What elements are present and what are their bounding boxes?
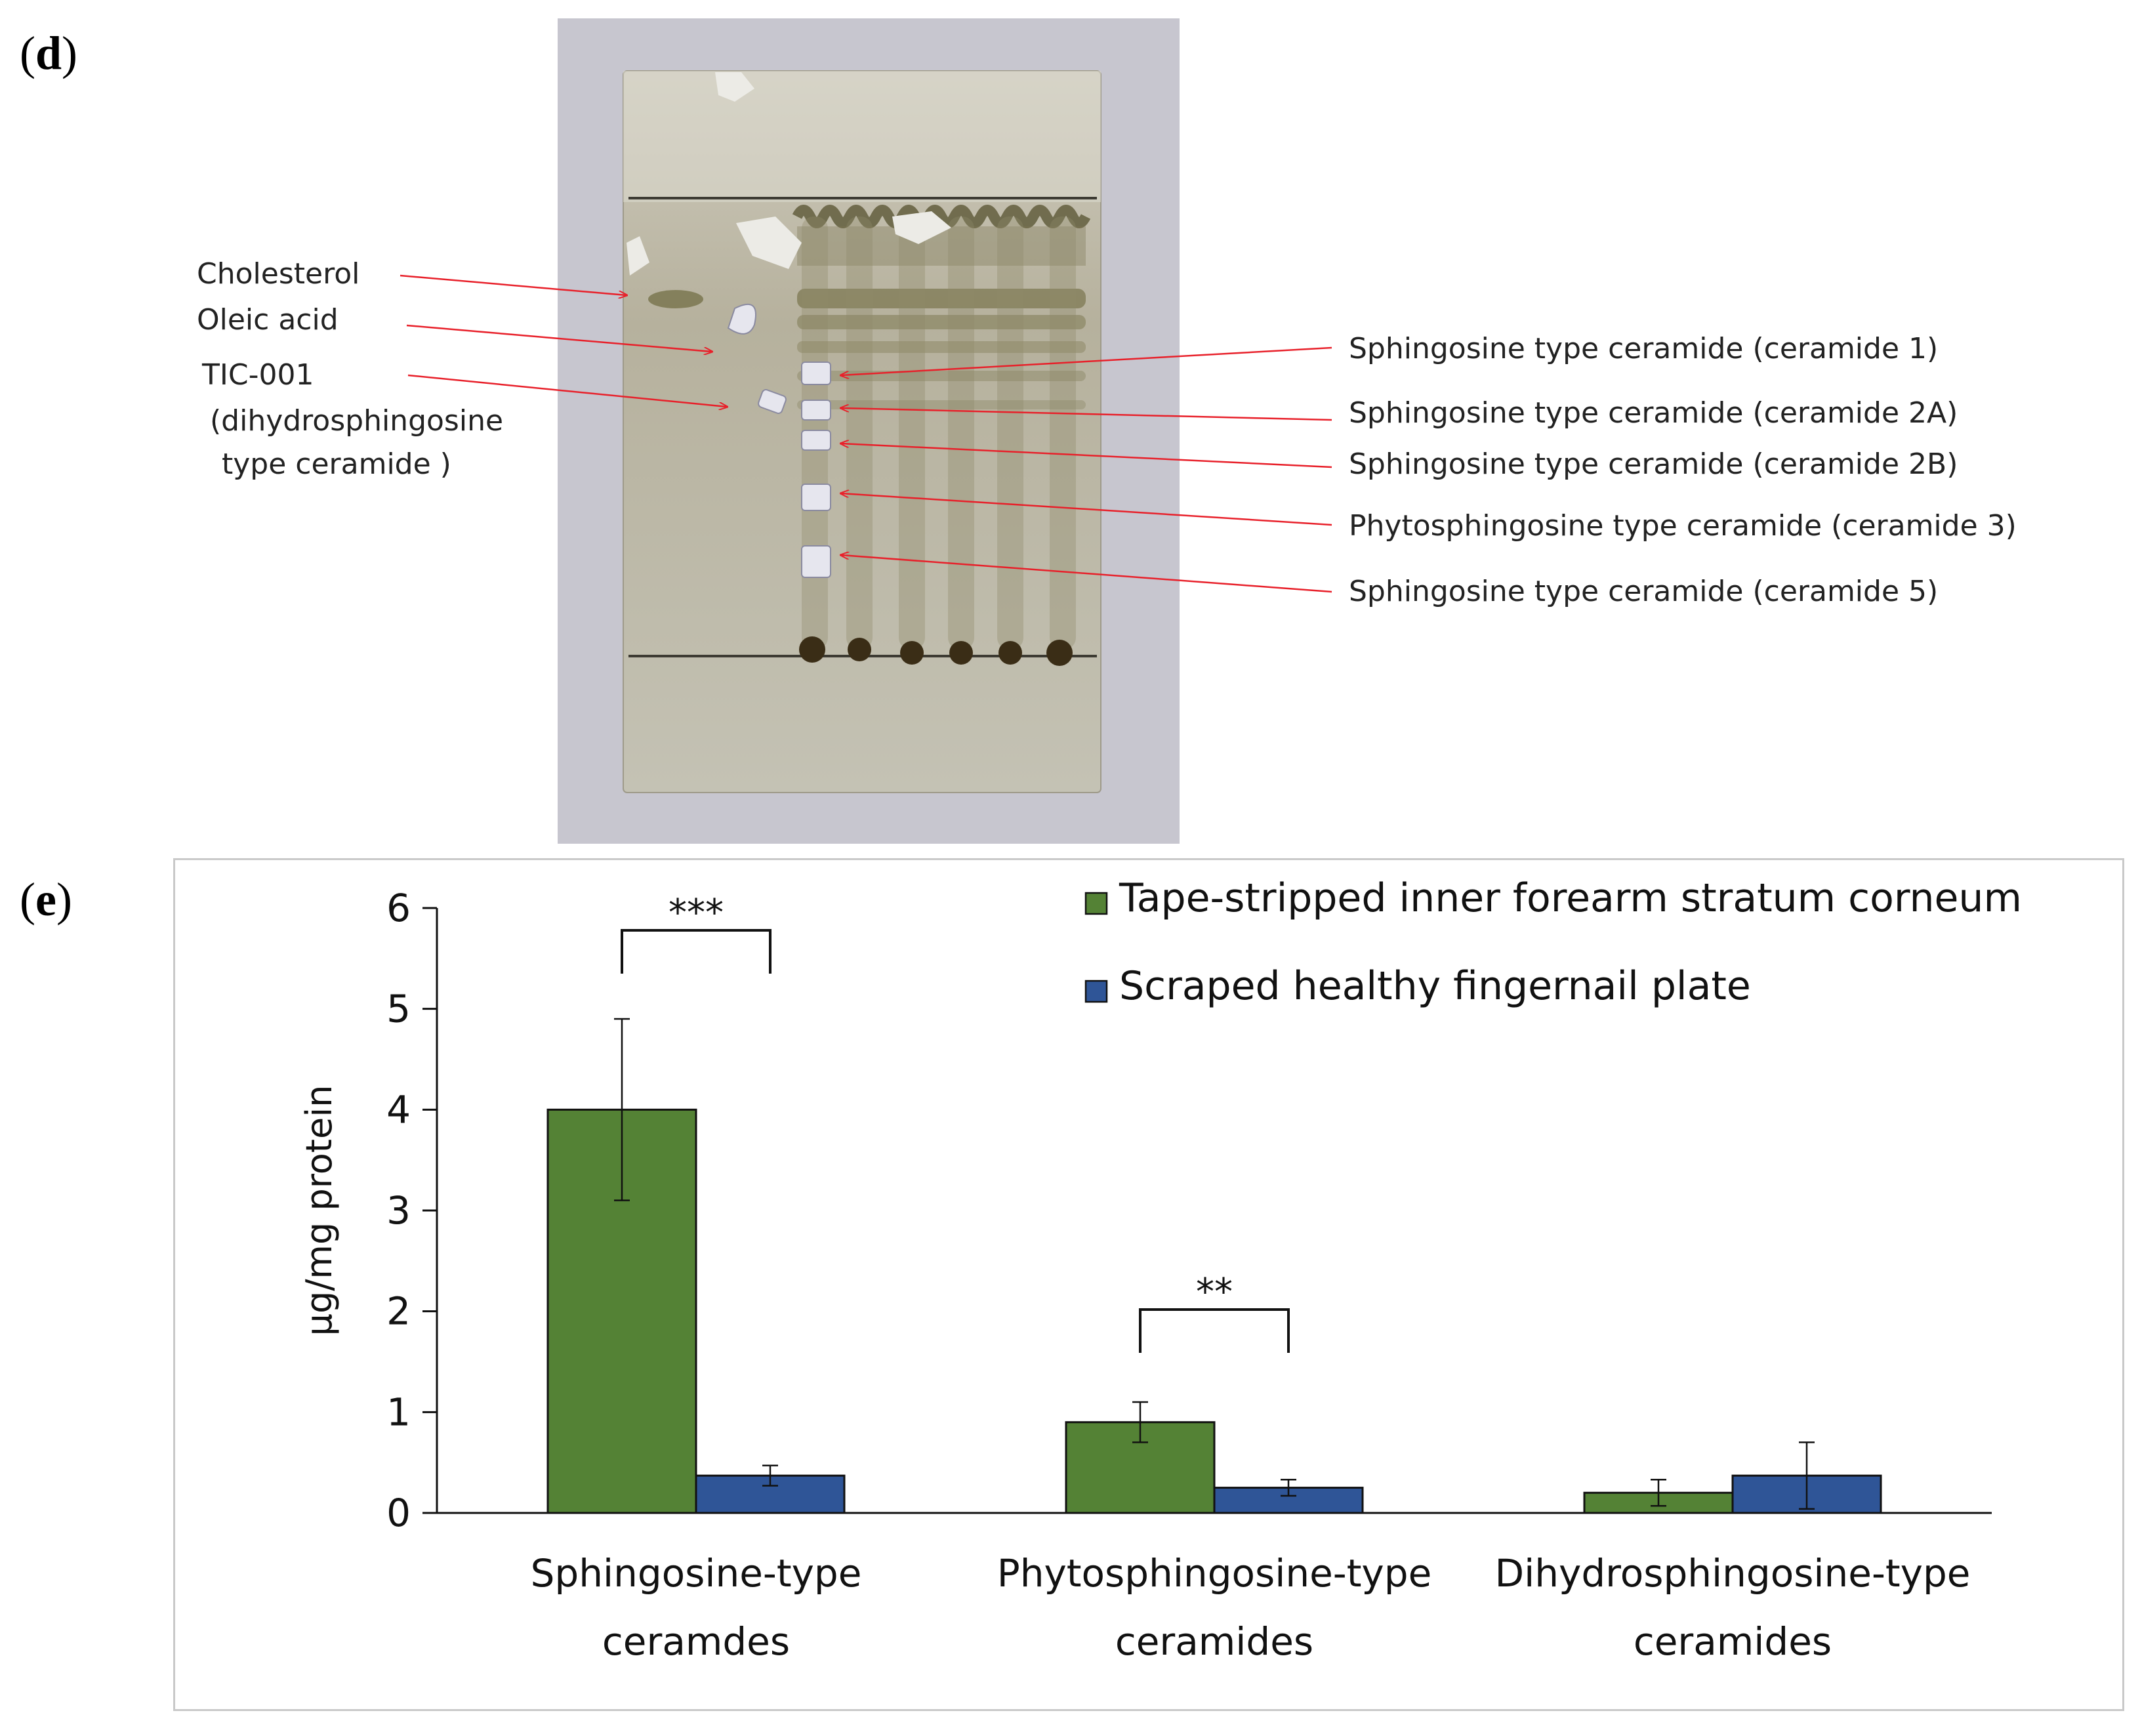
- label-oleic-acid: Oleic acid: [197, 303, 339, 337]
- x-tick-label: ceramides: [1115, 1619, 1313, 1664]
- panel-letter-d: (d): [20, 27, 78, 79]
- x-tick-label: Dihydrosphingosine-type: [1495, 1551, 1971, 1596]
- legend-label: Tape-stripped inner forearm stratum corn…: [1119, 875, 2022, 921]
- y-tick-label: 0: [386, 1491, 411, 1535]
- x-tick-label: Phytosphingosine-type: [997, 1551, 1432, 1596]
- x-tick-label: Sphingosine-type: [531, 1551, 862, 1596]
- legend-swatch: [1084, 980, 1108, 1003]
- label-ceramide-2a: Sphingosine type ceramide (ceramide 2A): [1349, 396, 1958, 430]
- panel-letter-e: (e): [20, 873, 72, 926]
- y-tick-label: 6: [386, 886, 411, 930]
- label-ceramide-3: Phytosphingosine type ceramide (ceramide…: [1349, 509, 2017, 543]
- y-tick-label: 4: [386, 1087, 411, 1132]
- significance-bracket: [1139, 1308, 1290, 1353]
- label-ceramide-5: Sphingosine type ceramide (ceramide 5): [1349, 575, 1938, 608]
- label-cholesterol: Cholesterol: [197, 257, 360, 291]
- scraped-spots: [727, 303, 831, 578]
- lane-bands: [648, 289, 1086, 409]
- significance-label: **: [1196, 1271, 1233, 1313]
- label-ceramide-2b: Sphingosine type ceramide (ceramide 2B): [1349, 447, 1958, 481]
- label-tic-001-line2: (dihydrosphingosine: [210, 404, 503, 438]
- y-tick-label: 5: [386, 987, 411, 1031]
- tlc-plate-figure: Cholesterol Oleic acid TIC-001 (dihydros…: [197, 18, 2017, 844]
- label-tic-001: TIC-001: [201, 358, 314, 392]
- y-tick-label: 1: [386, 1390, 411, 1434]
- label-tic-001-line3: type ceramide ): [222, 447, 451, 481]
- legend-swatch: [1084, 892, 1108, 915]
- x-tick-label: ceramides: [1634, 1619, 1832, 1664]
- lane-streaks: [802, 217, 1076, 650]
- y-axis-label: μg/mg protein: [298, 1085, 340, 1336]
- solvent-front-smear: [792, 205, 1091, 228]
- y-tick-label: 3: [386, 1188, 411, 1233]
- x-tick-label: ceramdes: [602, 1619, 790, 1664]
- y-tick-label: 2: [386, 1289, 411, 1334]
- chart-frame: [173, 858, 2124, 1711]
- left-arrows: [400, 274, 727, 407]
- plate-damage: [627, 72, 951, 276]
- right-arrows: [841, 346, 1332, 593]
- significance-bracket: [621, 929, 772, 974]
- legend-label: Scraped healthy fingernail plate: [1119, 963, 1751, 1009]
- label-ceramide-1: Sphingosine type ceramide (ceramide 1): [1349, 332, 1938, 365]
- origin-spots: [799, 636, 1073, 666]
- significance-label: ***: [669, 892, 724, 934]
